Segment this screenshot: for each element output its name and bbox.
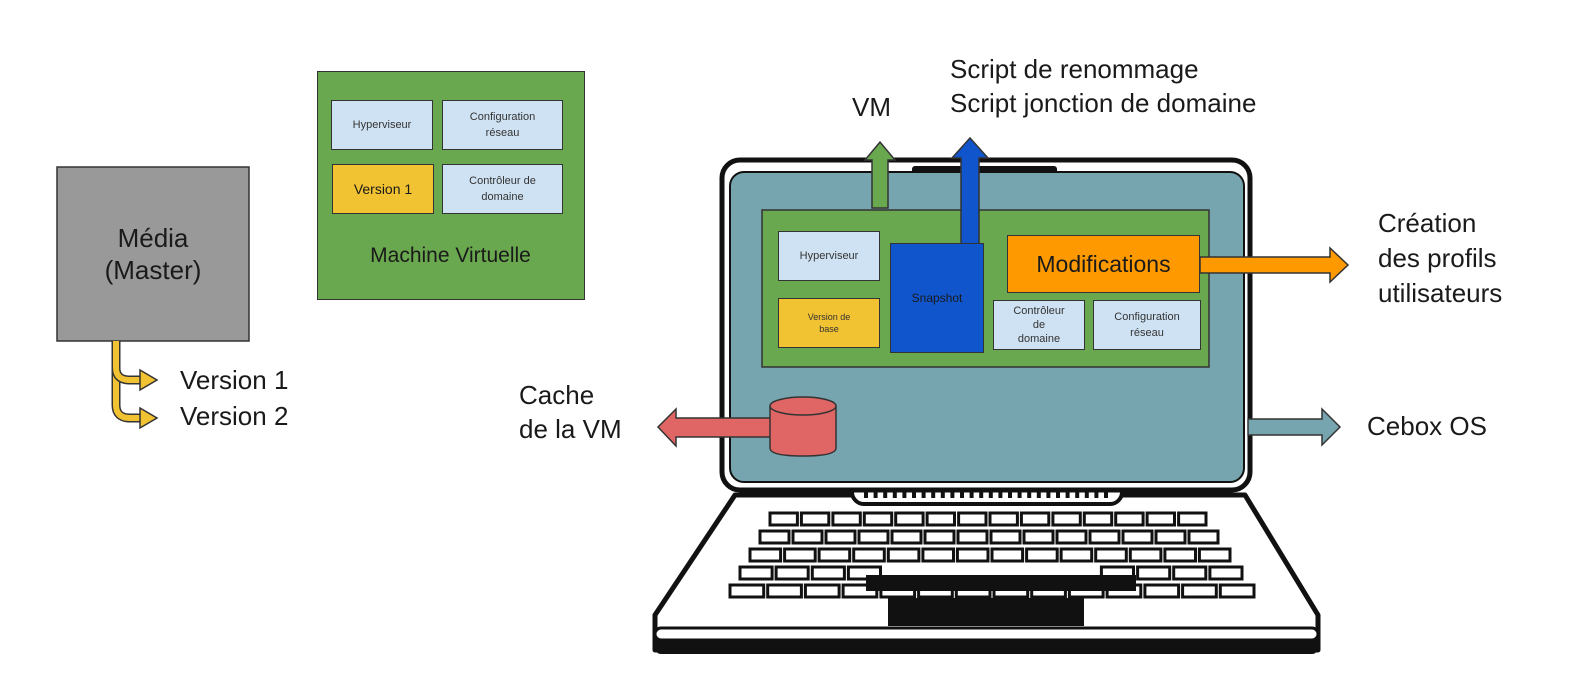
keyboard-key xyxy=(831,511,862,527)
keyboard-key xyxy=(774,565,810,581)
vm-card-controleur: Contrôleur de domaine xyxy=(442,164,563,214)
keyboard-key xyxy=(817,547,852,563)
os-label: Cebox OS xyxy=(1367,411,1487,441)
keyboard-key xyxy=(1082,511,1114,527)
laptop-hyperviseur: Hyperviseur xyxy=(778,231,880,281)
media-box-shape xyxy=(56,166,250,342)
vm-card-version: Version 1 xyxy=(332,164,434,214)
script-rename-label: Script de renommage xyxy=(950,54,1199,84)
keyboard-key xyxy=(799,511,831,527)
keyboard-key xyxy=(748,547,783,563)
keyboard-key xyxy=(783,547,817,563)
cache-label-2: de la VM xyxy=(519,414,622,444)
media-label-line1: Média xyxy=(117,223,189,253)
keyboard-key xyxy=(890,529,923,545)
spacebar xyxy=(866,575,1136,591)
keyboard-key xyxy=(1143,583,1181,599)
keyboard-key xyxy=(738,565,774,581)
vm-card-title: Machine Virtuelle xyxy=(370,244,531,267)
vm-card: Hyperviseur Configuration réseau Version… xyxy=(317,71,585,300)
keyboard-key xyxy=(990,547,1025,563)
script-domain-label: Script jonction de domaine xyxy=(950,88,1257,118)
version-2-label: Version 2 xyxy=(180,401,289,431)
keyboard-key xyxy=(1114,511,1145,527)
keyboard-key xyxy=(758,529,791,545)
keyboard-key xyxy=(1145,511,1176,527)
keyboard-key xyxy=(1022,529,1055,545)
laptop-base-top xyxy=(653,626,1320,642)
keyboard-key xyxy=(923,529,956,545)
keyboard-key xyxy=(1163,547,1198,563)
cache-label-1: Cache xyxy=(519,380,595,410)
touchpad xyxy=(888,598,1084,626)
media-box: Média (Master) xyxy=(57,167,249,341)
profiles-arrow xyxy=(1199,246,1350,284)
script-arrow xyxy=(950,136,990,245)
laptop-snapshot: Snapshot xyxy=(890,243,984,353)
os-arrow xyxy=(1247,407,1342,447)
vm-card-hyperviseur: Hyperviseur xyxy=(331,100,433,150)
keyboard-key xyxy=(810,565,846,581)
keyboard xyxy=(728,511,1256,599)
laptop-controleur: Contrôleur de domaine xyxy=(993,300,1085,350)
keyboard-key xyxy=(791,529,824,545)
keyboard-key xyxy=(1055,529,1088,545)
keyboard-key xyxy=(857,529,890,545)
keyboard-key xyxy=(1088,529,1121,545)
cache-arrow xyxy=(656,407,773,448)
keyboard-key xyxy=(1154,529,1187,545)
keyboard-key xyxy=(956,529,989,545)
keyboard-key xyxy=(989,529,1022,545)
keyboard-key xyxy=(862,511,894,527)
keyboard-key xyxy=(852,547,886,563)
profiles-label-2: des profils xyxy=(1378,243,1497,273)
keyboard-key xyxy=(728,583,766,599)
keyboard-key xyxy=(925,511,956,527)
keyboard-key xyxy=(921,547,956,563)
keyboard-key xyxy=(1208,565,1244,581)
keyboard-key xyxy=(1136,565,1172,581)
keyboard-key xyxy=(957,511,988,527)
cache-cylinder xyxy=(769,406,837,457)
keyboard-key xyxy=(1218,583,1256,599)
keyboard-key xyxy=(894,511,925,527)
keyboard-key xyxy=(766,583,803,599)
keyboard-key xyxy=(1059,547,1094,563)
keyboard-key xyxy=(1121,529,1154,545)
laptop-modifications: Modifications xyxy=(1007,235,1200,293)
keyboard-key xyxy=(803,583,841,599)
keyboard-key xyxy=(1051,511,1082,527)
keyboard-key xyxy=(1094,547,1128,563)
vm-output-label: VM xyxy=(852,92,891,122)
media-label-line2: (Master) xyxy=(104,255,202,285)
keyboard-key xyxy=(1025,547,1059,563)
keyboard-key xyxy=(955,547,990,563)
keyboard-key xyxy=(1019,511,1051,527)
vm-arrow xyxy=(863,140,897,209)
keyboard-key xyxy=(1172,565,1208,581)
profiles-label-3: utilisateurs xyxy=(1378,278,1503,308)
keyboard-key xyxy=(1187,529,1220,545)
version-1-label: Version 1 xyxy=(180,365,289,395)
vm-card-config-reseau: Configuration réseau xyxy=(442,100,563,150)
keyboard-key xyxy=(988,511,1019,527)
laptop-config-reseau: Configuration réseau xyxy=(1093,300,1201,350)
keyboard-key xyxy=(1128,547,1163,563)
keyboard-key xyxy=(886,547,921,563)
keyboard-key xyxy=(1181,583,1218,599)
keyboard-key xyxy=(1177,511,1208,527)
keyboard-key xyxy=(768,511,799,527)
keyboard-key xyxy=(1197,547,1232,563)
laptop-version-base: Version de base xyxy=(778,298,880,348)
keyboard-key xyxy=(824,529,857,545)
profiles-label-1: Création xyxy=(1378,208,1477,238)
